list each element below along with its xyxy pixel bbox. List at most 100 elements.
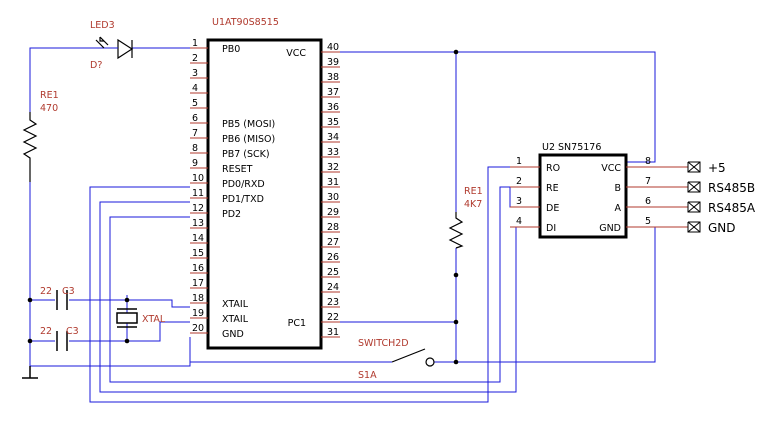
switch-label: S1A <box>358 370 377 381</box>
ground-symbol <box>22 366 38 379</box>
mcu-pin-number: 5 <box>192 98 198 109</box>
cap-top-value: 22 <box>40 286 52 297</box>
mcu-pin-number: 14 <box>192 233 204 244</box>
wire-xtal-18 <box>69 299 190 308</box>
cap-bottom-ref: C3 <box>66 326 79 337</box>
wire-gnd-pin20 <box>30 337 191 367</box>
mcu-pin-number: 32 <box>327 162 339 173</box>
mcu-pin-number: 9 <box>192 158 198 169</box>
mcu-pin-number: 17 <box>192 278 204 289</box>
transceiver-pin-label: B <box>614 183 621 194</box>
capacitor-top <box>56 290 68 310</box>
mcu-pin-number: 35 <box>327 117 339 128</box>
transceiver-pin-label: RO <box>546 163 560 174</box>
mcu-pin-label: PD0/RXD <box>222 179 265 190</box>
mcu-pin-number: 40 <box>327 42 339 53</box>
connector-cross <box>687 201 701 213</box>
wire-pd2-re <box>109 186 538 383</box>
transceiver-pin-number: 2 <box>516 176 522 187</box>
mcu-pin-label: PB6 (MISO) <box>222 134 275 145</box>
switch-ref: SWITCH2D <box>358 338 409 349</box>
mcu-pin-number: 36 <box>327 102 339 113</box>
wire-rxd-ro <box>89 166 538 403</box>
resistor-led-ref: RE1 <box>40 90 59 101</box>
mcu-pin-number: 6 <box>192 113 198 124</box>
connector-label: GND <box>708 221 736 235</box>
mcu-pin-number: 31 <box>327 327 339 338</box>
mcu-pin-number: 15 <box>192 248 204 259</box>
mcu-pin-number: 29 <box>327 207 339 218</box>
connector-label: RS485B <box>708 181 755 195</box>
mcu-ref: U1AT90S8515 <box>212 17 279 28</box>
mcu-pin-number: 19 <box>192 308 204 319</box>
wire-xtal-19 <box>69 321 190 342</box>
connector-label: +5 <box>708 161 726 175</box>
cap-top-ref: C3 <box>62 286 75 297</box>
mcu-pin-number: 24 <box>327 282 339 293</box>
crystal-ref: XTAL <box>142 314 166 325</box>
mcu-pin-label: PB7 (SCK) <box>222 149 270 160</box>
mcu-pin-number: 28 <box>327 222 339 233</box>
mcu-pin-number: 8 <box>192 143 198 154</box>
transceiver-pin-number: 7 <box>645 176 651 187</box>
mcu-pin-number: 30 <box>327 192 339 203</box>
mcu-right-pins: 40VCC39383736353433323130292827262524232… <box>286 42 340 338</box>
transceiver-pin-label: A <box>615 203 622 214</box>
led-value: D? <box>90 60 102 71</box>
connector-cross <box>687 161 701 173</box>
resistor-switch-ref: RE1 <box>464 186 483 197</box>
resistor-led-value: 470 <box>40 103 58 114</box>
transceiver-pin-number: 8 <box>645 156 651 167</box>
transceiver-pin-number: 6 <box>645 196 651 207</box>
wire-vcc <box>340 51 656 163</box>
mcu-pin-number: 11 <box>192 188 204 199</box>
mcu-pin-number: 12 <box>192 203 204 214</box>
mcu-pin-number: 37 <box>327 87 339 98</box>
wires <box>29 47 656 403</box>
transceiver-pin-number: 3 <box>516 196 522 207</box>
mcu-pin-number: 22 <box>327 312 339 323</box>
cap-bottom-value: 22 <box>40 326 52 337</box>
mcu-pin-label: XTAIL <box>222 299 249 310</box>
connector-cross <box>687 181 701 193</box>
crystal-symbol <box>116 308 138 328</box>
wire-re-de <box>509 187 538 208</box>
transceiver-pin-number: 5 <box>645 216 651 227</box>
wire-gnd-sn <box>456 226 656 363</box>
mcu-pin-number: 38 <box>327 72 339 83</box>
led-symbol <box>95 36 134 60</box>
mcu-pin-number: 39 <box>327 57 339 68</box>
mcu-pin-label: RESET <box>222 164 253 175</box>
transceiver-pin-number: 1 <box>516 156 522 167</box>
mcu-pin-number: 26 <box>327 252 339 263</box>
mcu-pin-number: 13 <box>192 218 204 229</box>
mcu-pin-label: VCC <box>286 48 306 59</box>
mcu-pin-number: 33 <box>327 147 339 158</box>
mcu-pin-label: GND <box>222 329 244 340</box>
mcu-pin-label: PD2 <box>222 209 241 220</box>
junctions <box>27 49 459 365</box>
mcu-pin-label: PB0 <box>222 44 240 55</box>
mcu-pin-number: 25 <box>327 267 339 278</box>
mcu-pin-number: 27 <box>327 237 339 248</box>
mcu-pin-number: 2 <box>192 53 198 64</box>
mcu-pin-number: 23 <box>327 297 339 308</box>
transceiver-pin-label: RE <box>546 183 559 194</box>
mcu-pin-number: 20 <box>192 323 204 334</box>
transceiver-pin-label: VCC <box>601 163 621 174</box>
connector-cross <box>687 221 701 233</box>
mcu-pin-number: 31 <box>327 177 339 188</box>
capacitor-bottom <box>56 331 68 351</box>
mcu-pin-label: PB5 (MOSI) <box>222 119 275 130</box>
mcu-pin-label: PD1/TXD <box>222 194 264 205</box>
mcu-pin-number: 16 <box>192 263 204 274</box>
transceiver-pin-label: DE <box>546 203 559 214</box>
transceiver-pin-label: GND <box>599 223 621 234</box>
transceiver-pin-label: DI <box>546 223 556 234</box>
